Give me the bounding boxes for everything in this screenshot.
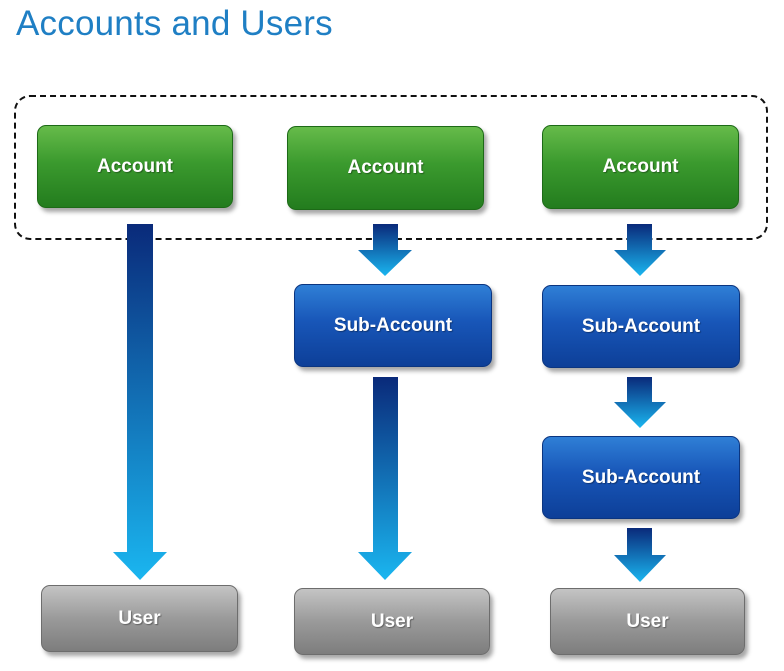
user-node-3: User: [550, 588, 745, 655]
account-node-2: Account: [287, 126, 484, 210]
page-title: Accounts and Users: [16, 4, 333, 43]
arrow-subaccount2-to-user: [358, 377, 412, 580]
arrow-subaccount3a-to-subaccount3b: [614, 377, 666, 428]
subaccount-node-3a: Sub-Account: [542, 285, 740, 368]
arrow-account2-to-subaccount: [358, 224, 412, 276]
subaccount-node-3b: Sub-Account: [542, 436, 740, 519]
subaccount-node-2: Sub-Account: [294, 284, 492, 367]
arrow-account3-to-subaccount: [614, 224, 666, 276]
account-node-3: Account: [542, 125, 739, 209]
arrow-account1-to-user: [113, 224, 167, 580]
arrow-subaccount3b-to-user: [614, 528, 666, 582]
user-node-1: User: [41, 585, 238, 652]
account-node-1: Account: [37, 125, 233, 208]
user-node-2: User: [294, 588, 490, 655]
